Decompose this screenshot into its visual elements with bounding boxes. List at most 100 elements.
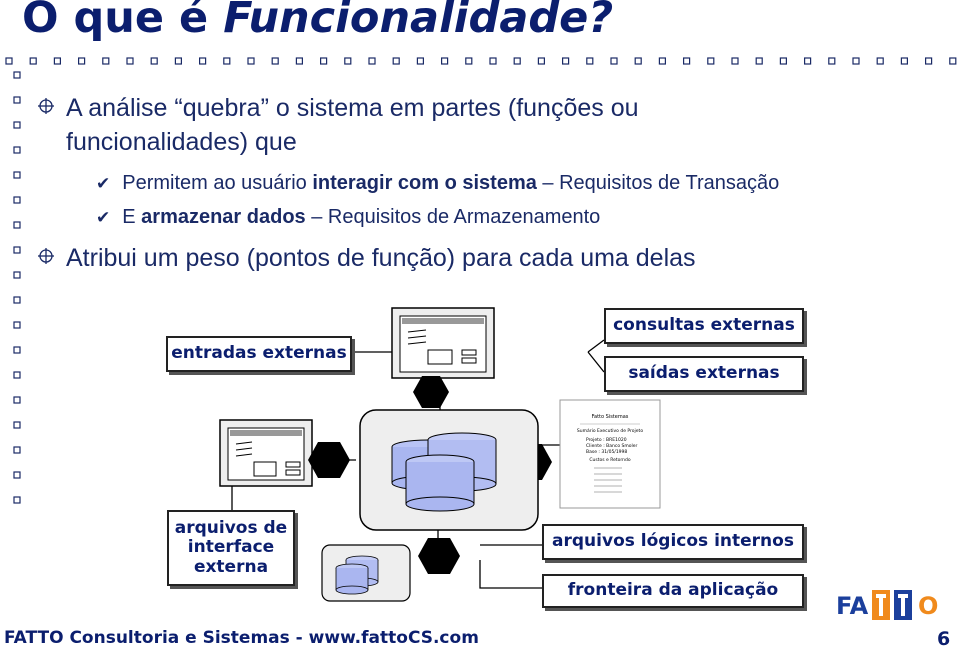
sub-bullet-2-bold: armazenar dados [141, 206, 306, 228]
saidas-externas-box: saídas externas [604, 356, 804, 392]
decorative-dot [561, 57, 570, 65]
decorative-dot [828, 57, 836, 65]
decorative-dot [13, 246, 21, 254]
application-boundary-icon [359, 409, 539, 531]
decorative-dot [852, 57, 860, 65]
decorative-dot-column [13, 71, 21, 504]
sub-bullet-1-bold: interagir com o sistema [312, 172, 537, 194]
decorative-dot [368, 57, 376, 65]
decorative-dot [13, 71, 21, 79]
decorative-dot [13, 371, 21, 379]
bullet-1: A análise “quebra” o sistema em partes (… [36, 94, 639, 123]
sub-bullet-2-post: – Requisitos de Armazenamento [305, 206, 601, 228]
sub-bullet-1: ✔ Permitem ao usuário interagir com o sis… [96, 172, 779, 195]
decorative-dot [13, 221, 21, 229]
decorative-dot [465, 57, 473, 65]
decorative-dot [13, 96, 21, 104]
decorative-dot [13, 346, 21, 354]
report-company: Fatto Sistemas [592, 414, 629, 420]
decorative-dot [223, 57, 231, 65]
page-number: 6 [937, 628, 951, 650]
check-icon: ✔ [96, 174, 111, 193]
decorative-dot [416, 57, 424, 65]
report-heading: Sumário Executivo de Projeto [577, 427, 643, 434]
interface-terminal-icon [219, 419, 313, 487]
decorative-dot [199, 57, 207, 65]
external-files-icon [321, 544, 411, 602]
bullet-marker-icon [36, 244, 58, 273]
decorative-dot [247, 57, 255, 65]
decorative-dot [29, 57, 37, 65]
consultas-externas-label: consultas externas [613, 315, 795, 336]
decorative-dot [320, 57, 328, 65]
report-line1: Projeto : BRE1020 [586, 437, 627, 443]
report-line3: Base : 31/05/1998 [586, 449, 627, 455]
decorative-dot [13, 171, 21, 179]
decorative-dot [634, 57, 642, 65]
report-line4: Custos e Retorndo [589, 457, 631, 463]
aie-label-line1: arquivos de [174, 517, 288, 538]
decorative-dot [295, 57, 303, 65]
decorative-dot [537, 57, 546, 65]
sub-bullet-2: ✔E armazenar dados – Requisitos de Armaz… [96, 206, 600, 229]
fronteira-box: fronteira da aplicação [542, 574, 804, 608]
decorative-dot [803, 57, 812, 65]
consultas-externas-box: consultas externas [604, 308, 804, 344]
sub-bullet-1-pre: Permitem ao usuário [122, 172, 313, 194]
decorative-dot [13, 121, 21, 129]
aie-box: arquivos de interface externa [167, 510, 295, 586]
title-emphasis: Funcionalidade? [223, 0, 614, 43]
aie-label-line3: externa [193, 556, 269, 577]
decorative-dot [13, 146, 21, 154]
decorative-dot [586, 57, 594, 65]
decorative-dot [13, 196, 21, 204]
decorative-dot [174, 57, 182, 65]
decorative-dot [13, 396, 21, 404]
decorative-dot [13, 321, 21, 329]
report-line2: Cliente : Banco Smoler [586, 443, 638, 449]
decorative-dot [13, 471, 21, 479]
input-terminal-icon [391, 307, 495, 379]
decorative-dot [707, 57, 715, 65]
decorative-dot [731, 57, 739, 65]
decorative-dot [77, 57, 86, 65]
decorative-dot [150, 57, 158, 65]
bullet-marker-icon [36, 94, 58, 123]
decorative-dot [779, 57, 788, 65]
decorative-dot [271, 57, 279, 65]
decorative-dot [900, 57, 909, 65]
decorative-dot [949, 57, 957, 65]
fronteira-label: fronteira da aplicação [567, 580, 779, 601]
bullet-2: Atribui um peso (pontos de função) para … [36, 244, 696, 273]
entradas-externas-label: entradas externas [171, 343, 347, 364]
bullet-2-text: Atribui um peso (pontos de função) para … [66, 244, 696, 272]
decorative-dot [126, 57, 134, 65]
slide-title: O que é Funcionalidade? [22, 0, 613, 43]
decorative-dot [489, 57, 497, 65]
ali-box: arquivos lógicos internos [542, 524, 804, 560]
decorative-dot [344, 57, 352, 65]
decorative-dot [13, 271, 21, 279]
decorative-dot [755, 57, 763, 65]
decorative-dot [102, 57, 110, 65]
decorative-dot [13, 296, 21, 304]
logo-text-left: FA [836, 592, 869, 620]
decorative-dot [392, 57, 400, 65]
decorative-dot [441, 57, 449, 65]
decorative-dot [13, 496, 21, 504]
decorative-dot [13, 446, 21, 454]
decorative-dot [610, 57, 618, 65]
fatto-logo: FA O [834, 582, 942, 626]
decorative-dot [5, 57, 13, 65]
logo-text-right: O [918, 592, 938, 620]
ali-label: arquivos lógicos internos [552, 531, 794, 552]
decorative-dot [924, 57, 933, 65]
decorative-dot [658, 57, 667, 65]
bullet-1-line1: A análise “quebra” o sistema em partes (… [66, 94, 639, 122]
aie-label-line2: interface [187, 537, 275, 558]
decorative-dot [513, 57, 521, 65]
decorative-dot [53, 57, 62, 65]
bullet-1-line2: funcionalidades) que [66, 128, 297, 156]
sub-bullet-2-pre: E [122, 206, 142, 228]
